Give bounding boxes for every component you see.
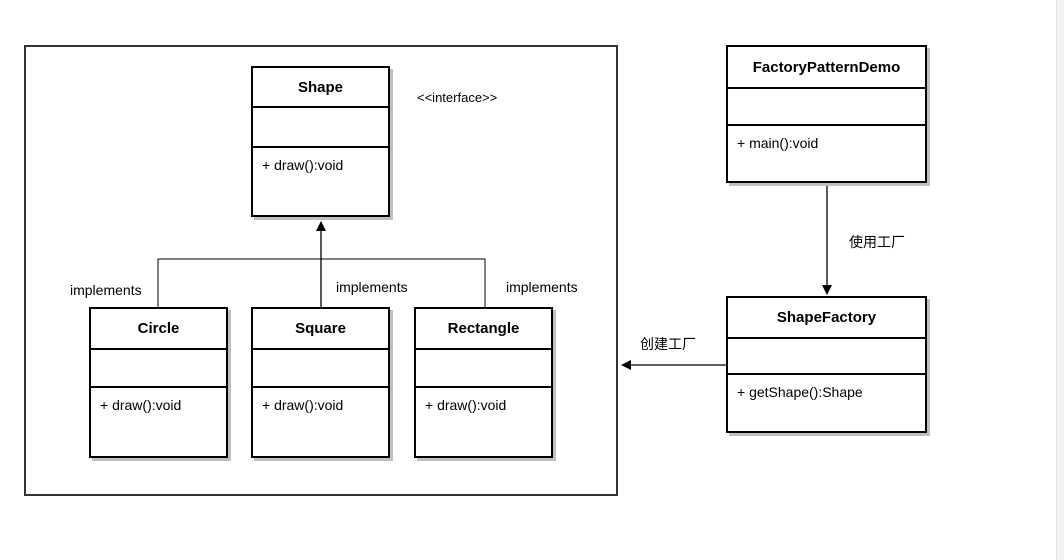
uses-factory-label: 使用工厂 bbox=[849, 234, 905, 250]
interface-stereotype-label: <<interface>> bbox=[417, 90, 498, 105]
shape-attributes bbox=[253, 108, 388, 148]
shape-package-frame bbox=[24, 45, 618, 496]
scrollbar-strip bbox=[1056, 0, 1064, 560]
square-attributes bbox=[253, 350, 388, 388]
circle-class-name: Circle bbox=[91, 309, 226, 350]
rectangle-implements-label: implements bbox=[506, 279, 578, 295]
rectangle-attributes bbox=[416, 350, 551, 388]
circle-operation: + draw():void bbox=[100, 397, 182, 413]
rectangle-class-name: Rectangle bbox=[416, 309, 551, 350]
shape-factory-box[interactable]: ShapeFactory + getShape():Shape bbox=[726, 296, 927, 433]
rectangle-operation: + draw():void bbox=[425, 397, 507, 413]
factory-attributes bbox=[728, 339, 925, 375]
square-class-box[interactable]: Square + draw():void bbox=[251, 307, 390, 458]
shape-operation: + draw():void bbox=[262, 157, 344, 173]
shape-interface-box[interactable]: Shape + draw():void bbox=[251, 66, 390, 217]
factory-pattern-demo-box[interactable]: FactoryPatternDemo + main():void bbox=[726, 45, 927, 183]
shape-class-name: Shape bbox=[253, 68, 388, 108]
creates-factory-label: 创建工厂 bbox=[640, 336, 696, 352]
implements-line-branches bbox=[157, 258, 486, 308]
factory-operation: + getShape():Shape bbox=[737, 384, 863, 400]
square-implements-label: implements bbox=[336, 279, 408, 295]
square-class-name: Square bbox=[253, 309, 388, 350]
factory-class-name: ShapeFactory bbox=[728, 298, 925, 339]
circle-implements-label: implements bbox=[70, 282, 142, 298]
demo-class-name: FactoryPatternDemo bbox=[728, 47, 925, 89]
demo-attributes bbox=[728, 89, 925, 126]
square-operation: + draw():void bbox=[262, 397, 344, 413]
circle-attributes bbox=[91, 350, 226, 388]
demo-operation: + main():void bbox=[737, 135, 819, 151]
circle-class-box[interactable]: Circle + draw():void bbox=[89, 307, 228, 458]
rectangle-class-box[interactable]: Rectangle + draw():void bbox=[414, 307, 553, 458]
